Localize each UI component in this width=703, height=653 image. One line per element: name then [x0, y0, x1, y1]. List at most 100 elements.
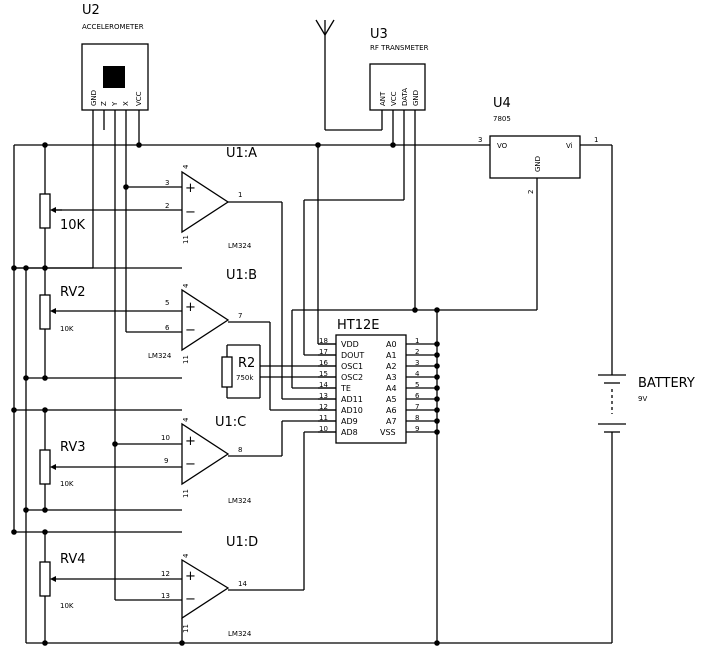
- u1d-pin-vcc: 4: [182, 553, 190, 558]
- u1c-pin-vcc: 4: [182, 417, 190, 422]
- antenna-icon: [315, 19, 383, 131]
- svg-text:+: +: [185, 434, 196, 449]
- power-rail-wires: [13, 144, 613, 644]
- ht12e-right-pin-name: A4: [386, 384, 397, 393]
- svg-text:+: +: [185, 181, 196, 196]
- u4-pin-vi: 1: [594, 136, 598, 144]
- ht12e-left-pin-num: 10: [319, 425, 328, 433]
- ht12e-right-pin-name: A1: [386, 351, 397, 360]
- u1d-pin-plus: 12: [161, 570, 170, 578]
- ht12e-right-pin-num: 3: [415, 359, 419, 367]
- rv4-value: 10K: [60, 602, 74, 610]
- svg-text:−: −: [185, 592, 196, 607]
- u4-vo-label: VO: [497, 142, 508, 150]
- ht12e-ref: HT12E: [337, 318, 379, 333]
- u1b-pin-out: 7: [238, 312, 242, 320]
- ht12e-left-pin-name: OSC1: [341, 362, 363, 371]
- ht12e-left-pin-name: AD9: [341, 417, 358, 426]
- u2-ref: U2: [82, 3, 100, 18]
- regulator-u4: U4 7805 VO Vi GND 3 1 2: [292, 96, 598, 311]
- u3-pin-ant: ANT: [379, 91, 387, 106]
- rf-transmitter-u3: U3 RF TRANSMETER ANT VCC DATA GND: [303, 19, 429, 356]
- u4-pin-vo: 3: [478, 136, 482, 144]
- ht12e-left-pin-num: 17: [319, 348, 328, 356]
- rv1-value: 10K: [60, 218, 86, 233]
- u1d-part: LM324: [228, 630, 252, 638]
- junction-dots: [11, 142, 440, 646]
- rv4-ref: RV4: [60, 552, 86, 567]
- accelerometer-u2: U2 ACCELEROMETER GND Z Y X VCC: [81, 3, 149, 600]
- potentiometer-rv4: RV4 10K: [39, 532, 86, 643]
- u4-name: 7805: [493, 115, 511, 123]
- battery: BATTERY 9V: [598, 374, 695, 433]
- svg-text:−: −: [185, 205, 196, 220]
- svg-text:−: −: [185, 457, 196, 472]
- battery-name: BATTERY: [638, 376, 695, 391]
- u1a-pin-plus: 3: [165, 179, 169, 187]
- ht12e-right-pin-name: A5: [386, 395, 397, 404]
- opamp-u1a: + − U1:A LM324 3 2 1 4 11: [54, 146, 336, 400]
- ht12e-left-pin-num: 11: [319, 414, 328, 422]
- u1b-pin-vcc: 4: [182, 283, 190, 288]
- ht12e-left-pin-name: VDD: [341, 340, 359, 349]
- u1a-pin-minus: 2: [165, 202, 169, 210]
- u1a-ref: U1:A: [226, 146, 257, 161]
- ht12e-right-pin-num: 5: [415, 381, 419, 389]
- u4-vi-label: Vi: [566, 142, 573, 150]
- ht12e-left-pin-num: 14: [319, 381, 328, 389]
- r2-ref: R2: [238, 356, 255, 371]
- ht12e-right-pin-num: 6: [415, 392, 420, 400]
- u1d-ref: U1:D: [226, 535, 258, 550]
- u3-pin-vcc: VCC: [390, 91, 398, 106]
- u1b-ref: U1:B: [226, 268, 257, 283]
- u4-ref: U4: [493, 96, 511, 111]
- ht12e-right-pin-name: VSS: [380, 428, 396, 437]
- u2-name: ACCELEROMETER: [82, 23, 144, 31]
- battery-value: 9V: [638, 395, 647, 403]
- ht12e-left-pin-num: 18: [319, 337, 328, 345]
- u1b-pin-gnd: 11: [182, 355, 190, 364]
- u1a-pin-out: 1: [238, 191, 242, 199]
- opamp-u1b: + − U1:B LM324 5 6 7 4 11: [54, 268, 336, 411]
- u2-pin-x: X: [122, 101, 130, 106]
- ht12e-right-pin-num: 9: [415, 425, 419, 433]
- u3-ref: U3: [370, 27, 388, 42]
- u4-pin-gnd: 2: [527, 190, 535, 194]
- ht12e-right-pin-num: 1: [415, 337, 419, 345]
- u1b-pin-plus: 5: [165, 299, 169, 307]
- u1a-part: LM324: [228, 242, 252, 250]
- u3-pin-data: DATA: [401, 88, 409, 106]
- u1d-pin-gnd: 11: [182, 624, 190, 633]
- ht12e-left-pin-num: 12: [319, 403, 328, 411]
- ht12e-right-pin-name: A3: [386, 373, 397, 382]
- rv2-ref: RV2: [60, 285, 86, 300]
- ht12e-left-pin-name: AD8: [341, 428, 358, 437]
- potentiometer-rv2: RV2 10K: [39, 268, 86, 378]
- ht12e-left-pin-name: AD10: [341, 406, 363, 415]
- ht12e-left-pin-name: OSC2: [341, 373, 363, 382]
- u1a-pin-gnd: 11: [182, 235, 190, 244]
- u2-pin-gnd: GND: [90, 90, 98, 106]
- u1c-ref: U1:C: [215, 415, 246, 430]
- u1d-pin-out: 14: [238, 580, 247, 588]
- u1c-pin-gnd: 11: [182, 489, 190, 498]
- rv3-ref: RV3: [60, 440, 86, 455]
- rv2-value: 10K: [60, 325, 74, 333]
- u1b-pin-minus: 6: [165, 324, 170, 332]
- rv3-value: 10K: [60, 480, 74, 488]
- ht12e-left-pin-num: 15: [319, 370, 328, 378]
- svg-text:+: +: [185, 300, 196, 315]
- u4-gnd-label: GND: [534, 156, 542, 172]
- u2-pin-y: Y: [111, 101, 119, 107]
- ht12e-left-pin-name: DOUT: [341, 351, 364, 360]
- u1c-pin-out: 8: [238, 446, 242, 454]
- ht12e-left-pin-name: AD11: [341, 395, 363, 404]
- u3-name: RF TRANSMETER: [370, 44, 429, 52]
- u1b-part: LM324: [148, 352, 172, 360]
- ht12e-right-pin-num: 8: [415, 414, 419, 422]
- ht12e-right-pin-name: A6: [386, 406, 397, 415]
- ht12e-right-pin-num: 2: [415, 348, 419, 356]
- svg-text:+: +: [185, 569, 196, 584]
- ht12e-right-pin-name: A2: [386, 362, 397, 371]
